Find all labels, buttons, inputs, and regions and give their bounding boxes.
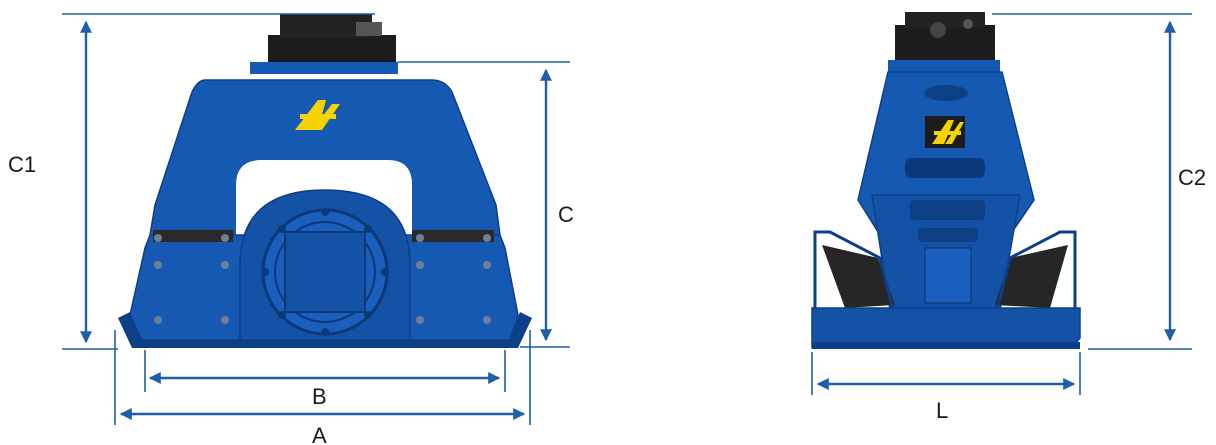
side-flange-left	[813, 230, 895, 312]
side-rubber-right	[995, 245, 1068, 308]
side-dimensions: C2 L	[811, 13, 1206, 423]
label-c1: C1	[8, 152, 36, 177]
side-vent	[924, 85, 968, 101]
front-logo-icon	[295, 100, 340, 130]
front-dimensions: C1 C B A	[8, 13, 574, 445]
front-view	[118, 14, 532, 348]
label-c2: C2	[1178, 165, 1206, 190]
side-rubber-left	[822, 245, 895, 308]
side-mechanism	[905, 158, 985, 304]
side-top-unit	[888, 12, 1000, 74]
side-logo-icon	[925, 116, 965, 148]
label-a: A	[312, 423, 327, 445]
front-drive-disc	[239, 189, 411, 341]
front-rubber-right	[412, 230, 494, 242]
front-base-plate	[118, 312, 532, 348]
label-b: B	[312, 384, 327, 409]
front-top-unit	[250, 14, 398, 74]
side-view	[811, 12, 1081, 349]
front-bolts	[154, 234, 491, 324]
front-rubber-left	[153, 230, 233, 242]
label-c: C	[558, 202, 574, 227]
side-flange-right	[995, 230, 1077, 312]
label-l: L	[936, 398, 948, 423]
